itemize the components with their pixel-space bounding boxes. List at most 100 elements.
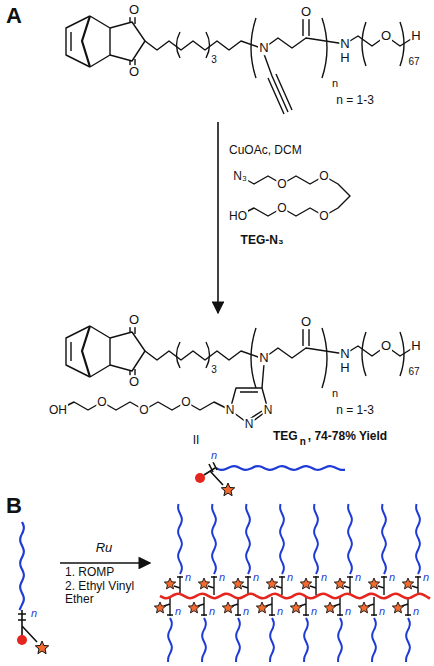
- atom-label: O: [138, 404, 149, 417]
- atom-label: O: [180, 396, 191, 409]
- repeat-subscript: 3: [210, 365, 218, 376]
- linker: [412, 576, 421, 595]
- catalyst-label: Ru: [95, 541, 114, 555]
- repeat-subscript: n: [354, 572, 362, 584]
- monomer-structure: [66, 15, 416, 114]
- atom-label: N: [339, 347, 350, 361]
- atom-label: O: [276, 202, 287, 215]
- atom-label: H: [410, 29, 421, 43]
- peg-chain: [304, 618, 308, 662]
- peg-chain: [178, 504, 182, 574]
- peg-chain: [280, 504, 284, 574]
- structure-stroke: [238, 176, 350, 216]
- atom-label: O: [96, 396, 107, 409]
- atom-label: HO: [228, 210, 248, 223]
- teg-star: [368, 578, 379, 589]
- repeat-note: n = 1-3: [335, 94, 375, 107]
- atom-label: O: [380, 339, 392, 353]
- repeat-subscript: n: [422, 572, 430, 584]
- peg-chain: [338, 618, 342, 662]
- teg-star: [198, 578, 209, 589]
- atom-label: O: [128, 3, 140, 17]
- linker: [344, 576, 353, 595]
- product-subscript: n: [299, 437, 307, 448]
- teg-star: [324, 602, 335, 613]
- atom-label: H: [339, 51, 350, 65]
- peg-chain: [202, 618, 206, 662]
- teg-star: [232, 578, 243, 589]
- peg-chain: [168, 618, 172, 662]
- peg-chain: [216, 466, 345, 470]
- repeat-subscript: n: [310, 606, 318, 618]
- reaction-arrow: [218, 122, 219, 313]
- atom-label: N: [225, 404, 236, 417]
- peg-chain: [382, 504, 386, 574]
- repeat-subscript: n: [344, 606, 352, 618]
- linker: [242, 576, 251, 595]
- product-number: II: [192, 434, 201, 447]
- atom-label: O: [276, 178, 287, 191]
- linker: [208, 576, 217, 595]
- repeat-subscript: n: [30, 608, 38, 620]
- repeat-subscript: n: [210, 450, 218, 462]
- atom-label: O: [318, 210, 329, 223]
- peg-chain: [416, 504, 420, 574]
- product-name: TEG: [272, 430, 299, 443]
- linker: [276, 576, 285, 595]
- atom-label: N: [258, 351, 269, 365]
- atom-label: O: [128, 313, 140, 327]
- linker: [174, 576, 183, 595]
- repeat-subscript: n: [208, 606, 216, 618]
- teg-star: [188, 602, 199, 613]
- teg-star: [300, 578, 311, 589]
- peg-chain: [372, 618, 376, 662]
- norbornene-dot: [195, 473, 205, 483]
- teg-star: [154, 602, 165, 613]
- atom-label: N: [244, 418, 255, 431]
- peg-chain: [212, 504, 216, 574]
- monomer-cartoon: [17, 522, 150, 654]
- atom-label: O: [380, 29, 392, 43]
- teg-star: [402, 578, 413, 589]
- structure-stroke: [66, 15, 416, 78]
- repeat-subscript: n: [331, 388, 339, 400]
- repeat-subscript: n: [252, 572, 260, 584]
- teg-star: [290, 602, 301, 613]
- panel-letter: A: [5, 4, 23, 27]
- bottlebrush-cartoon: [154, 504, 430, 662]
- atom-label: N: [263, 404, 274, 417]
- atom-label: O: [300, 315, 312, 329]
- teg-star: [164, 578, 175, 589]
- peg-chain: [20, 522, 24, 610]
- peg-chain: [314, 504, 318, 574]
- polynorbornene-backbone: [160, 594, 430, 599]
- reagent-text: CuOAc, DCM: [228, 144, 303, 157]
- teg-star: [266, 578, 277, 589]
- structure-stroke: [264, 54, 292, 114]
- teg-star: [221, 483, 234, 496]
- repeat-subscript: n: [218, 572, 226, 584]
- atom-label: N₃: [232, 170, 248, 183]
- repeat-subscript: n: [276, 606, 284, 618]
- repeat-subscript: 3: [210, 55, 218, 66]
- structure-stroke: [66, 325, 416, 388]
- azide-structure: [238, 176, 350, 216]
- reagent-name: TEG-N₃: [240, 234, 285, 247]
- peg-chain: [348, 504, 352, 574]
- repeat-subscript: n: [388, 572, 396, 584]
- atom-label: O: [128, 65, 140, 79]
- reaction-arrow: [60, 562, 150, 564]
- teg-star: [334, 578, 345, 589]
- atom-label: H: [339, 361, 350, 375]
- atom-label: O: [128, 375, 140, 389]
- panel-letter: B: [5, 494, 23, 517]
- product-structure: [58, 325, 416, 424]
- repeat-subscript: n: [320, 572, 328, 584]
- repeat-note: n = 1-3: [335, 404, 375, 417]
- repeat-subscript: n: [331, 78, 339, 90]
- repeat-subscript: n: [286, 572, 294, 584]
- yield-text: , 74-78% Yield: [307, 430, 388, 443]
- atom-label: O: [318, 170, 329, 183]
